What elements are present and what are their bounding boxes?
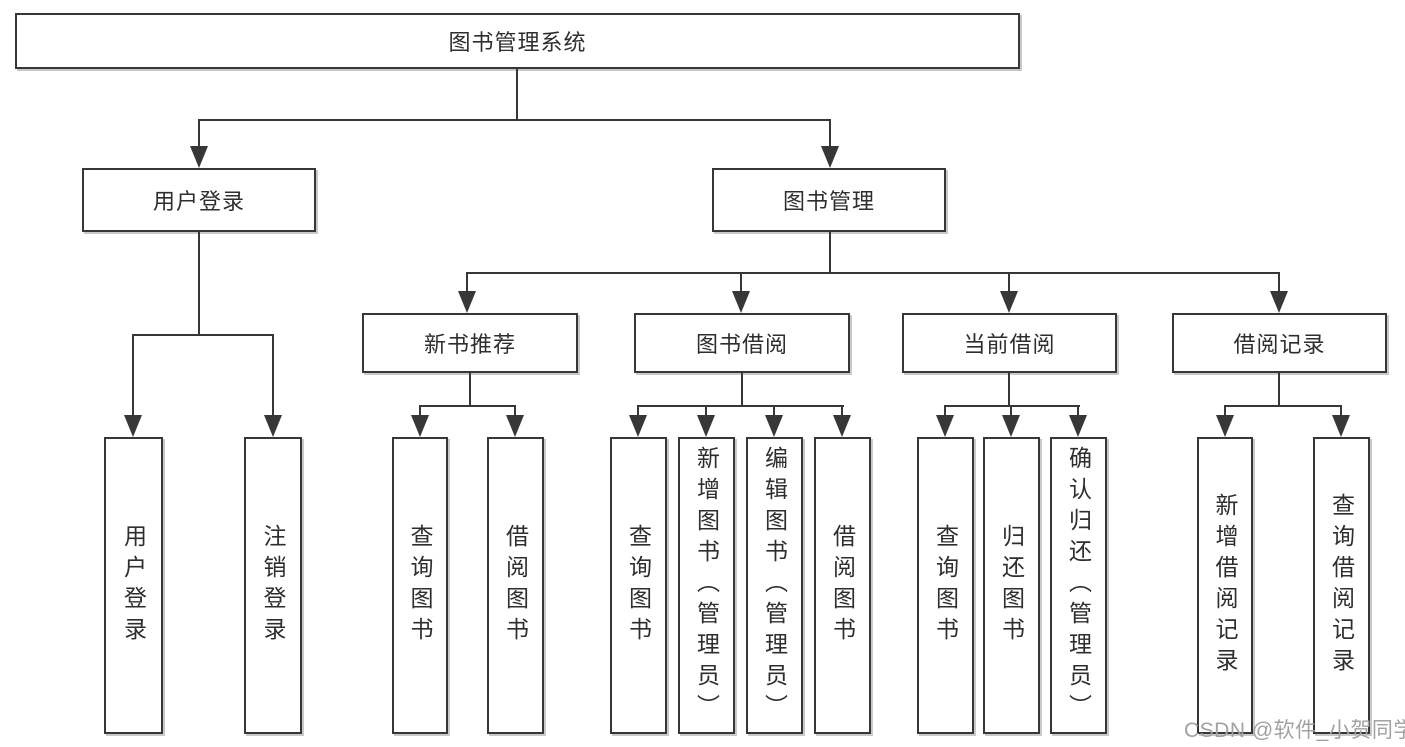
connector-line xyxy=(1008,373,1010,407)
leaf-user-login: 用户登录 xyxy=(104,437,163,734)
connector-line xyxy=(198,232,200,336)
arrowhead-down xyxy=(458,291,476,313)
connector-line xyxy=(1008,274,1010,291)
connector-line xyxy=(1224,405,1342,407)
arrowhead-down xyxy=(629,415,647,437)
connector-line xyxy=(944,407,946,416)
leaf-query-borrow-record: 查询借阅记录 xyxy=(1313,437,1370,734)
leaf-query-books: 查询图书 xyxy=(610,437,667,734)
connector-line xyxy=(469,373,471,407)
node-label: 图书借阅 xyxy=(695,332,788,357)
connector-line xyxy=(1278,274,1280,291)
connector-line xyxy=(829,232,831,274)
node-label: 新书推荐 xyxy=(423,332,516,357)
connector-line xyxy=(1077,407,1079,416)
leaf-label: 查询图书 xyxy=(932,523,959,648)
connector-line xyxy=(466,274,468,291)
leaf-query-books: 查询图书 xyxy=(392,437,448,734)
leaf-borrow-books: 借阅图书 xyxy=(814,437,871,734)
connector-line xyxy=(272,336,274,416)
node-book-borrowing: 图书借阅 xyxy=(634,313,850,373)
connector-line xyxy=(198,119,831,121)
leaf-edit-book-admin: 编辑图书（管理员） xyxy=(746,437,803,734)
connector-line xyxy=(637,407,639,416)
connector-line xyxy=(705,407,707,416)
connector-line xyxy=(516,69,518,121)
arrowhead-down xyxy=(1002,415,1020,437)
node-user-login: 用户登录 xyxy=(82,168,316,232)
leaf-add-borrow-record: 新增借阅记录 xyxy=(1197,437,1253,734)
connector-line xyxy=(944,405,1080,407)
connector-line xyxy=(1278,373,1280,407)
leaf-label: 查询图书 xyxy=(625,523,652,648)
watermark: CSDN @软件_小贺同学 xyxy=(1184,719,1405,742)
connector-line xyxy=(466,272,1280,274)
node-new-book-recommendation: 新书推荐 xyxy=(362,313,578,373)
arrowhead-down xyxy=(732,291,750,313)
arrowhead-down xyxy=(1216,415,1234,437)
arrowhead-down xyxy=(506,415,524,437)
connector-line xyxy=(773,407,775,416)
node-label: 图书管理 xyxy=(782,189,875,214)
leaf-label: 查询借阅记录 xyxy=(1328,492,1355,679)
connector-line xyxy=(637,405,844,407)
connector-line xyxy=(829,121,831,148)
node-label: 当前借阅 xyxy=(963,332,1056,357)
connector-line xyxy=(132,334,274,336)
leaf-label: 新增借阅记录 xyxy=(1212,492,1238,679)
leaf-add-book-admin: 新增图书（管理员） xyxy=(678,437,735,734)
leaf-return-book: 归还图书 xyxy=(983,437,1040,734)
arrowhead-down xyxy=(190,146,208,168)
arrowhead-down xyxy=(833,415,851,437)
node-label: 图书管理系统 xyxy=(448,30,587,55)
connector-line xyxy=(419,407,421,416)
arrowhead-down xyxy=(936,415,954,437)
node-library-management-system: 图书管理系统 xyxy=(15,13,1020,69)
connector-line xyxy=(514,407,516,416)
node-current-borrowing: 当前借阅 xyxy=(902,313,1117,373)
connector-line xyxy=(841,407,843,416)
leaf-label: 注销登录 xyxy=(260,523,286,648)
connector-line xyxy=(132,336,134,416)
leaf-borrow-books: 借阅图书 xyxy=(487,437,544,734)
connector-line xyxy=(741,373,743,407)
leaf-confirm-return-admin: 确认归还（管理员） xyxy=(1050,437,1107,734)
connector-line xyxy=(1340,407,1342,416)
arrowhead-down xyxy=(264,415,282,437)
arrowhead-down xyxy=(124,415,142,437)
leaf-query-books: 查询图书 xyxy=(917,437,974,734)
node-label: 借阅记录 xyxy=(1233,332,1326,357)
leaf-label: 用户登录 xyxy=(120,523,147,648)
leaf-label: 新增图书（管理员） xyxy=(693,446,720,725)
arrowhead-down xyxy=(1069,415,1087,437)
node-borrow-records: 借阅记录 xyxy=(1172,313,1387,373)
connector-line xyxy=(419,405,516,407)
connector-line xyxy=(1224,407,1226,416)
leaf-logout: 注销登录 xyxy=(244,437,302,734)
leaf-label: 归还图书 xyxy=(998,523,1025,648)
connector-line xyxy=(198,121,200,148)
arrowhead-down xyxy=(697,415,715,437)
connector-line xyxy=(1010,407,1012,416)
node-label: 用户登录 xyxy=(152,189,245,214)
leaf-label: 查询图书 xyxy=(407,523,433,648)
leaf-label: 确认归还（管理员） xyxy=(1065,446,1092,725)
arrowhead-down xyxy=(821,146,839,168)
connector-line xyxy=(740,274,742,291)
leaf-label: 借阅图书 xyxy=(502,523,529,648)
arrowhead-down xyxy=(1000,291,1018,313)
arrowhead-down xyxy=(1270,291,1288,313)
leaf-label: 编辑图书（管理员） xyxy=(761,446,788,725)
node-book-management: 图书管理 xyxy=(712,168,946,232)
arrowhead-down xyxy=(765,415,783,437)
arrowhead-down xyxy=(1332,415,1350,437)
arrowhead-down xyxy=(411,415,429,437)
leaf-label: 借阅图书 xyxy=(829,523,856,648)
